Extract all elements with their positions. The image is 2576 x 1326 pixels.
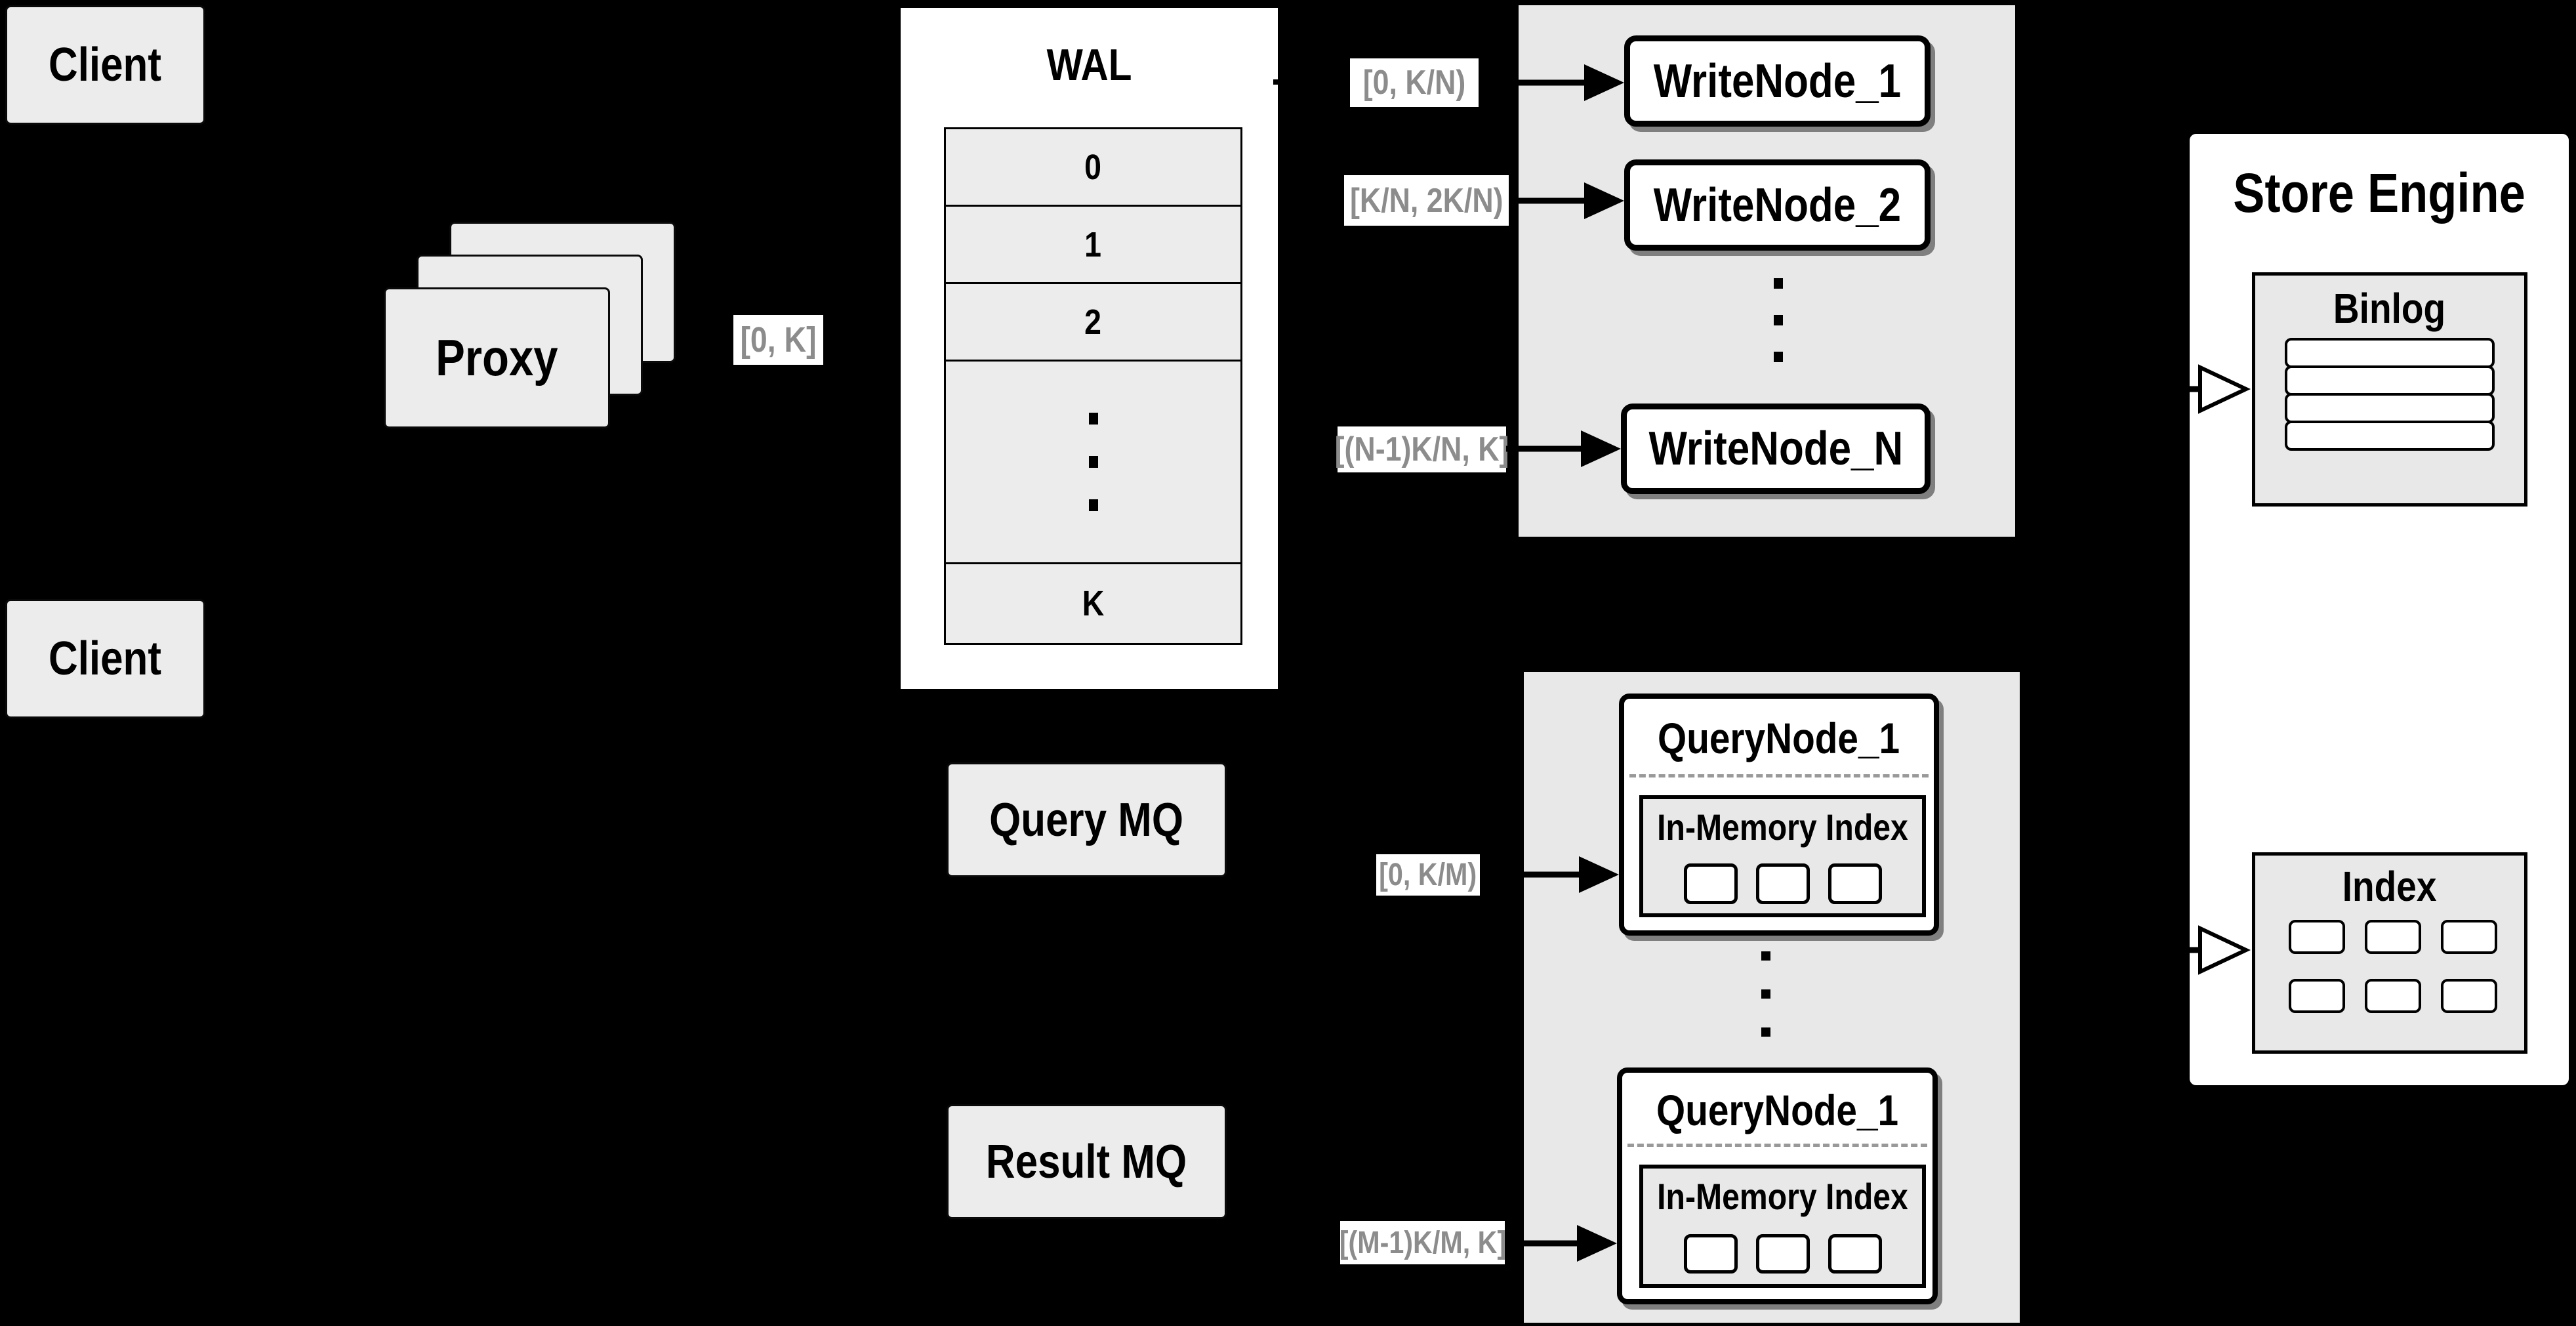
segment-cell xyxy=(1828,863,1882,904)
wal-row-1: 1 xyxy=(944,205,1242,284)
segment-cell xyxy=(1684,863,1738,904)
in-memory-index-top-title: In-Memory Index xyxy=(1657,806,1908,848)
wal-row-2: 2 xyxy=(944,282,1242,362)
binlog-row xyxy=(2285,421,2495,451)
segment-cell xyxy=(1684,1234,1738,1274)
write-nodes-ellipsis-icon xyxy=(1774,278,1783,362)
range-chip-writenode-1: [0, K/N) xyxy=(1350,58,1479,107)
dashed-divider xyxy=(1627,1144,1927,1147)
index-cell xyxy=(2441,920,2497,954)
client-top-box: Client xyxy=(5,5,205,125)
segment-cell xyxy=(1756,863,1810,904)
in-memory-index-bottom-box: In-Memory Index xyxy=(1639,1165,1926,1288)
query-mq-box: Query MQ xyxy=(947,762,1227,877)
segment-cells xyxy=(1684,863,1882,904)
wal-row-ellipsis xyxy=(944,360,1242,564)
write-node-n-box: WriteNode_N xyxy=(1621,404,1931,494)
index-title: Index xyxy=(2342,863,2437,910)
client-bottom-label: Client xyxy=(49,632,162,685)
wal-row-0: 0 xyxy=(944,127,1242,207)
write-node-2-box: WriteNode_2 xyxy=(1624,159,1931,251)
binlog-title: Binlog xyxy=(2333,285,2446,332)
segment-cells xyxy=(1684,1234,1882,1274)
index-box: Index xyxy=(2252,852,2527,1054)
wal-segment-table: 0 1 2 K xyxy=(944,127,1242,645)
query-node-bottom-title: QueryNode_1 xyxy=(1656,1086,1899,1134)
result-mq-box: Result MQ xyxy=(947,1104,1227,1219)
range-chip-querynode-top: [0, K/M) xyxy=(1376,854,1480,896)
binlog-row xyxy=(2285,393,2495,423)
query-nodes-ellipsis-icon xyxy=(1761,951,1770,1037)
wal-row-k: K xyxy=(944,562,1242,645)
in-memory-index-top-box: In-Memory Index xyxy=(1639,795,1926,917)
range-chip-writenode-n: [(N-1)K/N, K] xyxy=(1335,426,1509,472)
binlog-row xyxy=(2285,365,2495,396)
range-chip-proxy: [0, K] xyxy=(733,315,823,365)
index-cell xyxy=(2289,979,2345,1013)
segment-cell xyxy=(1828,1234,1882,1274)
in-memory-index-bottom-title: In-Memory Index xyxy=(1657,1175,1908,1217)
range-chip-writenode-2: [K/N, 2K/N) xyxy=(1344,175,1509,226)
client-top-label: Client xyxy=(49,39,162,91)
range-chip-querynode-bottom: [(M-1)K/M, K] xyxy=(1339,1221,1506,1264)
query-node-top-title: QueryNode_1 xyxy=(1658,714,1900,762)
ellipsis-dots-icon xyxy=(1088,413,1098,511)
wal-box: WAL 0 1 2 K xyxy=(898,5,1280,692)
index-cell xyxy=(2365,920,2421,954)
binlog-row xyxy=(2285,338,2495,368)
client-bottom-box: Client xyxy=(5,599,205,718)
index-cells xyxy=(2289,920,2497,1013)
proxy-box: Proxy xyxy=(384,287,610,428)
store-engine-title: Store Engine xyxy=(2233,161,2525,224)
index-cell xyxy=(2441,979,2497,1013)
query-node-bottom-box: QueryNode_1 In-Memory Index xyxy=(1617,1067,1938,1304)
binlog-rows xyxy=(2285,338,2495,451)
dashed-divider xyxy=(1629,774,1929,777)
query-node-top-box: QueryNode_1 In-Memory Index xyxy=(1619,694,1939,936)
segment-cell xyxy=(1756,1234,1810,1274)
write-node-1-box: WriteNode_1 xyxy=(1624,35,1931,127)
store-engine-box: Store Engine Binlog Index xyxy=(2187,131,2571,1088)
wal-title: WAL xyxy=(1046,40,1132,90)
binlog-box: Binlog xyxy=(2252,272,2527,507)
proxy-label: Proxy xyxy=(436,329,558,386)
index-cell xyxy=(2289,920,2345,954)
index-cell xyxy=(2365,979,2421,1013)
